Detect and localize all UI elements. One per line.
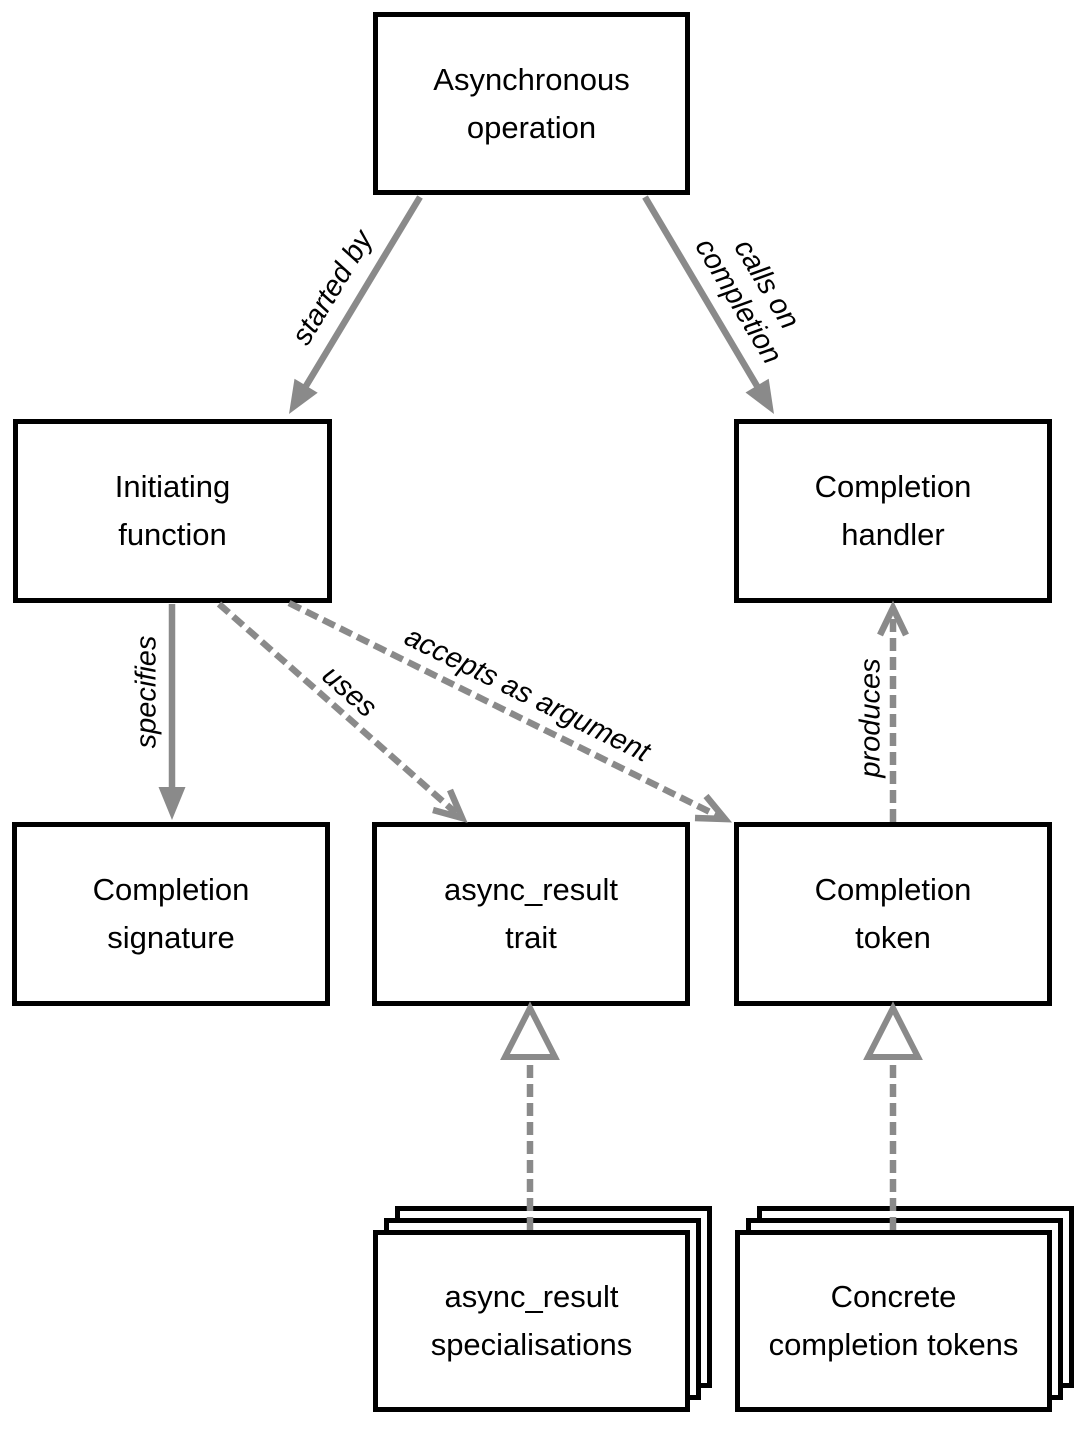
edge-token-realisation — [863, 1001, 923, 1230]
edge-label-produces: produces — [854, 658, 887, 778]
node-async-result-specialisations: async_result specialisations — [373, 1206, 712, 1412]
node-label-line: specialisations — [430, 1327, 633, 1362]
node-label-line: handler — [841, 517, 945, 552]
node-label-line: token — [855, 920, 931, 955]
edge-label-started-by: started by — [285, 224, 380, 351]
node-label-line: Concrete — [830, 1279, 957, 1314]
stack-layer-front: async_result specialisations — [373, 1230, 690, 1412]
node-label-line: trait — [505, 920, 557, 955]
node-concrete-completion-tokens: Concrete completion tokens — [735, 1206, 1074, 1412]
node-label-line: signature — [107, 920, 235, 955]
edge-label-uses: uses — [315, 659, 383, 724]
node-async-result-trait: async_result trait — [372, 822, 690, 1006]
edge-label-accepts-as-argument: accepts as argument — [399, 620, 655, 769]
node-label-line: async_result — [443, 872, 619, 907]
node-asynchronous-operation: Asynchronous operation — [373, 12, 690, 195]
node-label-line: function — [118, 517, 227, 552]
edge-label-calls-on-completion: calls on completion — [688, 232, 806, 370]
node-label-line: completion tokens — [768, 1327, 1019, 1362]
node-label-line: Asynchronous — [433, 61, 630, 97]
node-label-line: Completion — [92, 872, 250, 907]
node-label-line: operation — [466, 109, 597, 145]
node-label-line: Completion — [814, 872, 972, 907]
node-label-line: async_result — [444, 1279, 619, 1314]
node-completion-handler: Completion handler — [734, 419, 1052, 603]
node-completion-token: Completion token — [734, 822, 1052, 1006]
node-initiating-function: Initiating function — [13, 419, 332, 603]
node-label-line: Initiating — [114, 469, 231, 504]
stack-layer-front: Concrete completion tokens — [735, 1230, 1052, 1412]
edge-trait-specialisation — [500, 1001, 560, 1230]
node-completion-signature: Completion signature — [12, 822, 330, 1006]
node-label-line: Completion — [814, 469, 972, 504]
edge-label-specifies: specifies — [130, 635, 163, 749]
